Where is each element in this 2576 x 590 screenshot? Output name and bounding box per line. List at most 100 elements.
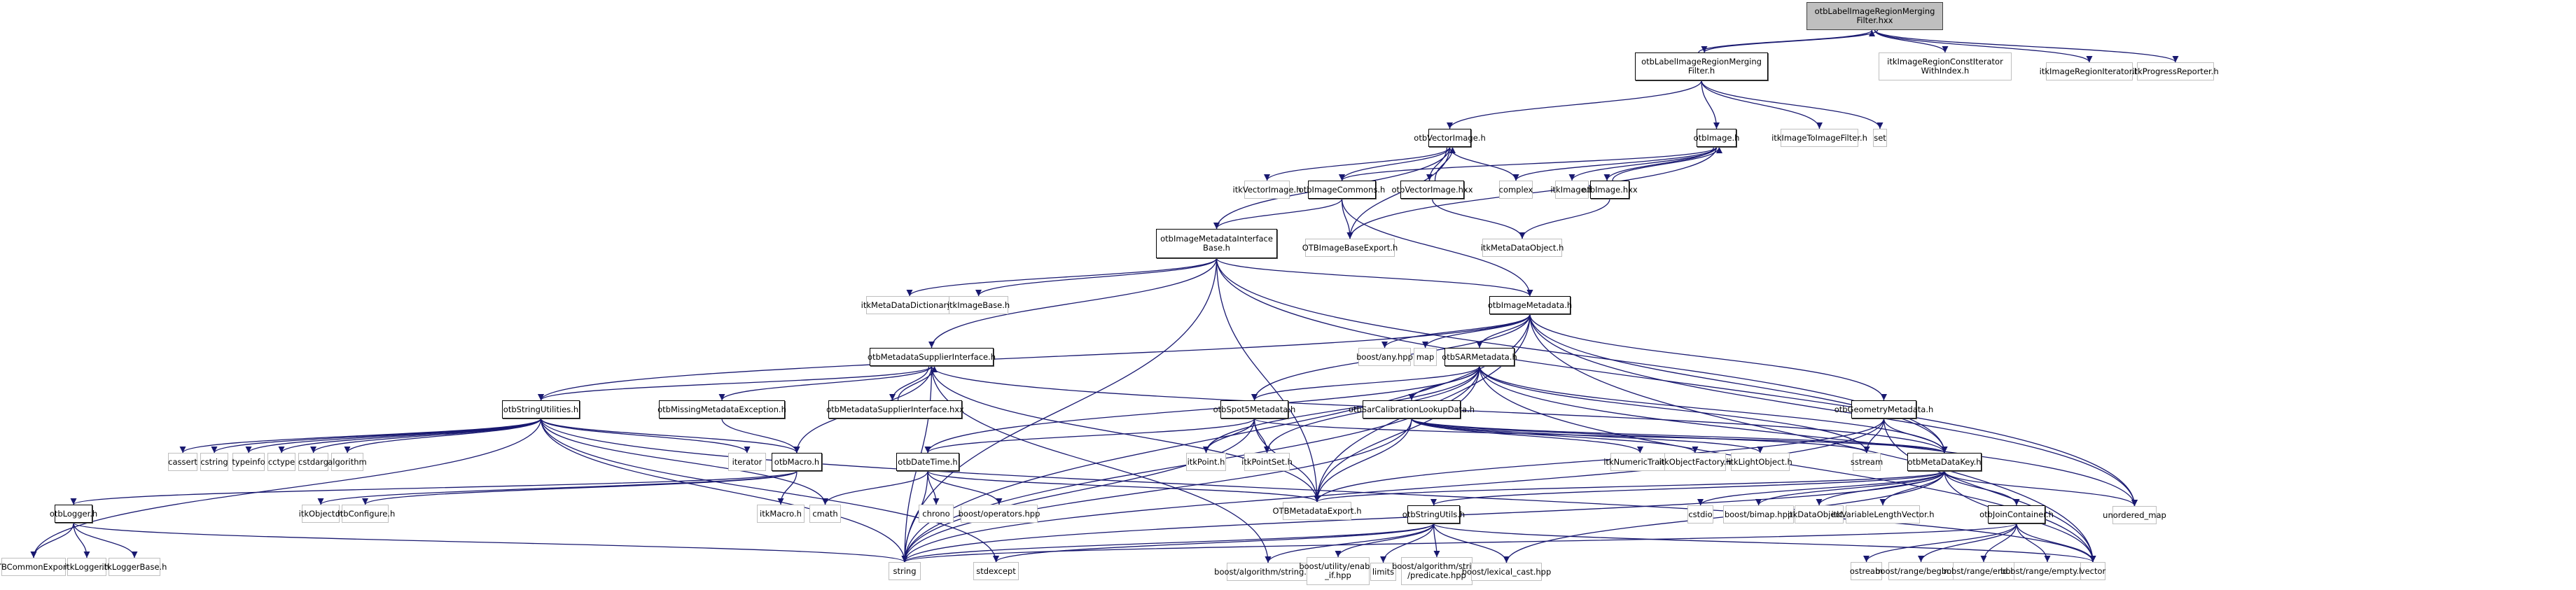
edge-img_h-to-imgcommons: [1339, 146, 1718, 181]
node-label: boost/range/empty.hpp: [2000, 566, 2094, 576]
node-label: unordered_map: [2103, 510, 2166, 520]
graph-node-otbconfigure: otbConfigure.h: [335, 505, 395, 523]
graph-node-itk-iri: itkImageRegionIterator.h: [2040, 62, 2139, 80]
graph-node-spot5[interactable]: otbSpot5Metadata.h: [1213, 400, 1295, 419]
graph-node-cassert: cassert: [168, 453, 197, 471]
edge-sarcal-to-mdkey: [1411, 418, 1948, 454]
edge-strutilities-to-vector: [540, 418, 2096, 563]
graph-node-vecimg-hxx[interactable]: otbVectorImage.hxx: [1391, 181, 1473, 199]
edge-mdsi_h-to-mdsi_hxx: [889, 365, 930, 401]
graph-node-sarmd[interactable]: otbSARMetadata.h: [1442, 348, 1517, 366]
node-label: boost/lexical_cast.hpp: [1461, 566, 1552, 577]
edge-strutils-to-vector: [1433, 523, 2096, 563]
graph-node-joincont[interactable]: otbJoinContainer.h: [1979, 505, 2054, 524]
graph-node-limits: limits: [1370, 563, 1396, 581]
graph-node-mdkey[interactable]: otbMetaDataKey.h: [1907, 453, 1982, 471]
graph-node-img-h[interactable]: otbImage.h: [1694, 129, 1739, 147]
node-label: otbMacro.h: [774, 456, 820, 467]
graph-node-set: set: [1873, 129, 1887, 147]
graph-node-complex: complex: [1499, 181, 1533, 199]
node-label: boost/any.hpp: [1356, 351, 1413, 362]
graph-node-map: map: [1414, 348, 1437, 366]
edge-img_h-to-complex: [1512, 146, 1718, 181]
node-label: itkPointSet.h: [1241, 456, 1293, 467]
node-label: itkMetaDataDictionary.h: [861, 300, 959, 310]
graph-node-root[interactable]: otbLabelImageRegionMerging Filter.hxx: [1806, 2, 1943, 30]
node-label: itkImageRegionConstIterator WithIndex.h: [1887, 57, 2003, 76]
edge-imdib-to-mdkey: [1216, 258, 1948, 454]
graph-node-otbmdexp: OTBMetadataExport.h: [1273, 502, 1362, 520]
node-label: boost/bimap.hpp: [1724, 509, 1793, 519]
node-label: boost/range/begin.hpp: [1875, 566, 1967, 576]
edge-joincont-to-boost_rempty: [2016, 523, 2051, 563]
node-label: otbImage.hxx: [1582, 184, 1638, 195]
node-label: otbImage.h: [1693, 132, 1740, 143]
graph-node-macro[interactable]: otbMacro.h: [772, 453, 822, 471]
edge-sarcal-to-itk_objfac: [1411, 418, 1699, 454]
edge-macro-to-itk_object: [317, 470, 798, 505]
graph-node-mdsi-h[interactable]: otbMetadataSupplierInterface.h: [867, 348, 996, 366]
node-label: otbSpot5Metadata.h: [1213, 404, 1296, 414]
edge-vecimg_h-to-imgcommons: [1339, 146, 1451, 181]
edge-strutils-to-stdexcept: [993, 523, 1435, 563]
graph-node-stdexcept: stdexcept: [973, 562, 1019, 580]
graph-node-imgcommons[interactable]: otbImageCommons.h: [1299, 181, 1385, 199]
edge-strutilities-to-cstdarg: [310, 418, 542, 454]
edge-sarcal-to-sstream: [1411, 418, 1870, 454]
edge-sarmd-to-otbmdexp: [1314, 365, 1480, 503]
node-label: otbMetadataSupplierInterface.h: [867, 351, 996, 362]
graph-node-boost-algstr: boost/algorithm/string.hpp: [1214, 563, 1322, 581]
graph-node-lirmf-h[interactable]: otbLabelImageRegionMerging Filter.h: [1635, 52, 1768, 80]
edge-vecimg_h-to-otbimgbaseexp: [1346, 146, 1451, 239]
node-label: string: [893, 566, 917, 576]
node-label: boost/operators.hpp: [958, 508, 1040, 519]
edge-geommd-to-otbmdexp: [1314, 418, 1885, 503]
graph-node-geommd[interactable]: otbGeometryMetadata.h: [1834, 400, 1933, 419]
graph-node-strutilities[interactable]: otbStringUtilities.h: [502, 400, 580, 419]
node-label: itkImage.h: [1550, 184, 1594, 195]
edge-mdsi_h-to-strutilities: [538, 365, 933, 401]
edge-imdib-to-unordered_map: [1216, 258, 2138, 507]
edge-mdkey-to-unordered_map: [1944, 470, 2138, 507]
edge-imdib-to-mdsi_h: [928, 258, 1218, 349]
edge-strutilities-to-cassert: [179, 418, 542, 454]
graph-node-imgmd[interactable]: otbImageMetadata.h: [1488, 296, 1572, 314]
node-label: otbSARMetadata.h: [1442, 351, 1517, 362]
edge-strutilities-to-typeinfo: [245, 418, 542, 454]
node-label: itkPoint.h: [1187, 456, 1225, 467]
graph-node-datetime[interactable]: otbDateTime.h: [896, 453, 959, 471]
graph-node-imdib[interactable]: otbImageMetadataInterface Base.h: [1156, 229, 1277, 258]
edge-datetime-to-chrono: [927, 470, 940, 505]
node-label: otbMetaDataKey.h: [1907, 456, 1982, 467]
node-label: itkLogger.h: [64, 561, 109, 572]
node-label: cassert: [168, 456, 197, 467]
graph-node-itk-ircitwi: itkImageRegionConstIterator WithIndex.h: [1879, 52, 2012, 80]
graph-node-boost-rbegin: boost/range/begin.hpp: [1875, 562, 1967, 580]
edge-geommd-to-mdkey: [1883, 418, 1948, 454]
graph-node-vecimg-h[interactable]: otbVectorImage.h: [1414, 129, 1486, 147]
edge-geommd-to-string: [901, 418, 1885, 563]
edge-vecimg_h-to-vecimg_hxx: [1426, 146, 1448, 181]
graph-node-itk-macro: itkMacro.h: [757, 505, 805, 523]
graph-node-strutils[interactable]: otbStringUtils.h: [1402, 505, 1465, 524]
edge-strutils-to-boost_algstr: [1265, 523, 1435, 563]
graph-node-itk-numtraits: itkNumericTraits.h: [1603, 453, 1677, 471]
edge-img_h-to-otbimgbaseexp: [1346, 146, 1718, 239]
graph-node-mdsi-hxx[interactable]: otbMetadataSupplierInterface.hxx: [826, 400, 964, 419]
graph-node-cctype: cctype: [267, 453, 295, 471]
node-label: otbDateTime.h: [898, 456, 958, 467]
edge-img_h-to-itk_img: [1568, 146, 1718, 181]
graph-node-boost-enableif: boost/utility/enable _if.hpp: [1299, 557, 1377, 585]
graph-node-itk-itif: itkImageToImageFilter.h: [1771, 129, 1867, 147]
graph-node-img-hxx[interactable]: otbImage.hxx: [1582, 181, 1638, 199]
edge-vecimg_hxx-to-vecimg_h: [1434, 146, 1456, 181]
node-label: otbLogger.h: [49, 508, 98, 519]
node-label: itkObject.h: [298, 508, 343, 519]
graph-node-logger[interactable]: otbLogger.h: [50, 505, 97, 523]
graph-node-sarcal[interactable]: otbSarCalibrationLookupData.h: [1349, 400, 1475, 419]
graph-node-missingmd[interactable]: otbMissingMetadataException.h: [657, 400, 786, 419]
edge-lirmf_h-to-itk_itif: [1701, 80, 1823, 129]
edge-imdib-to-itk_imgbase: [975, 258, 1218, 297]
edge-sarmd-to-unordered_map: [1479, 365, 2138, 507]
